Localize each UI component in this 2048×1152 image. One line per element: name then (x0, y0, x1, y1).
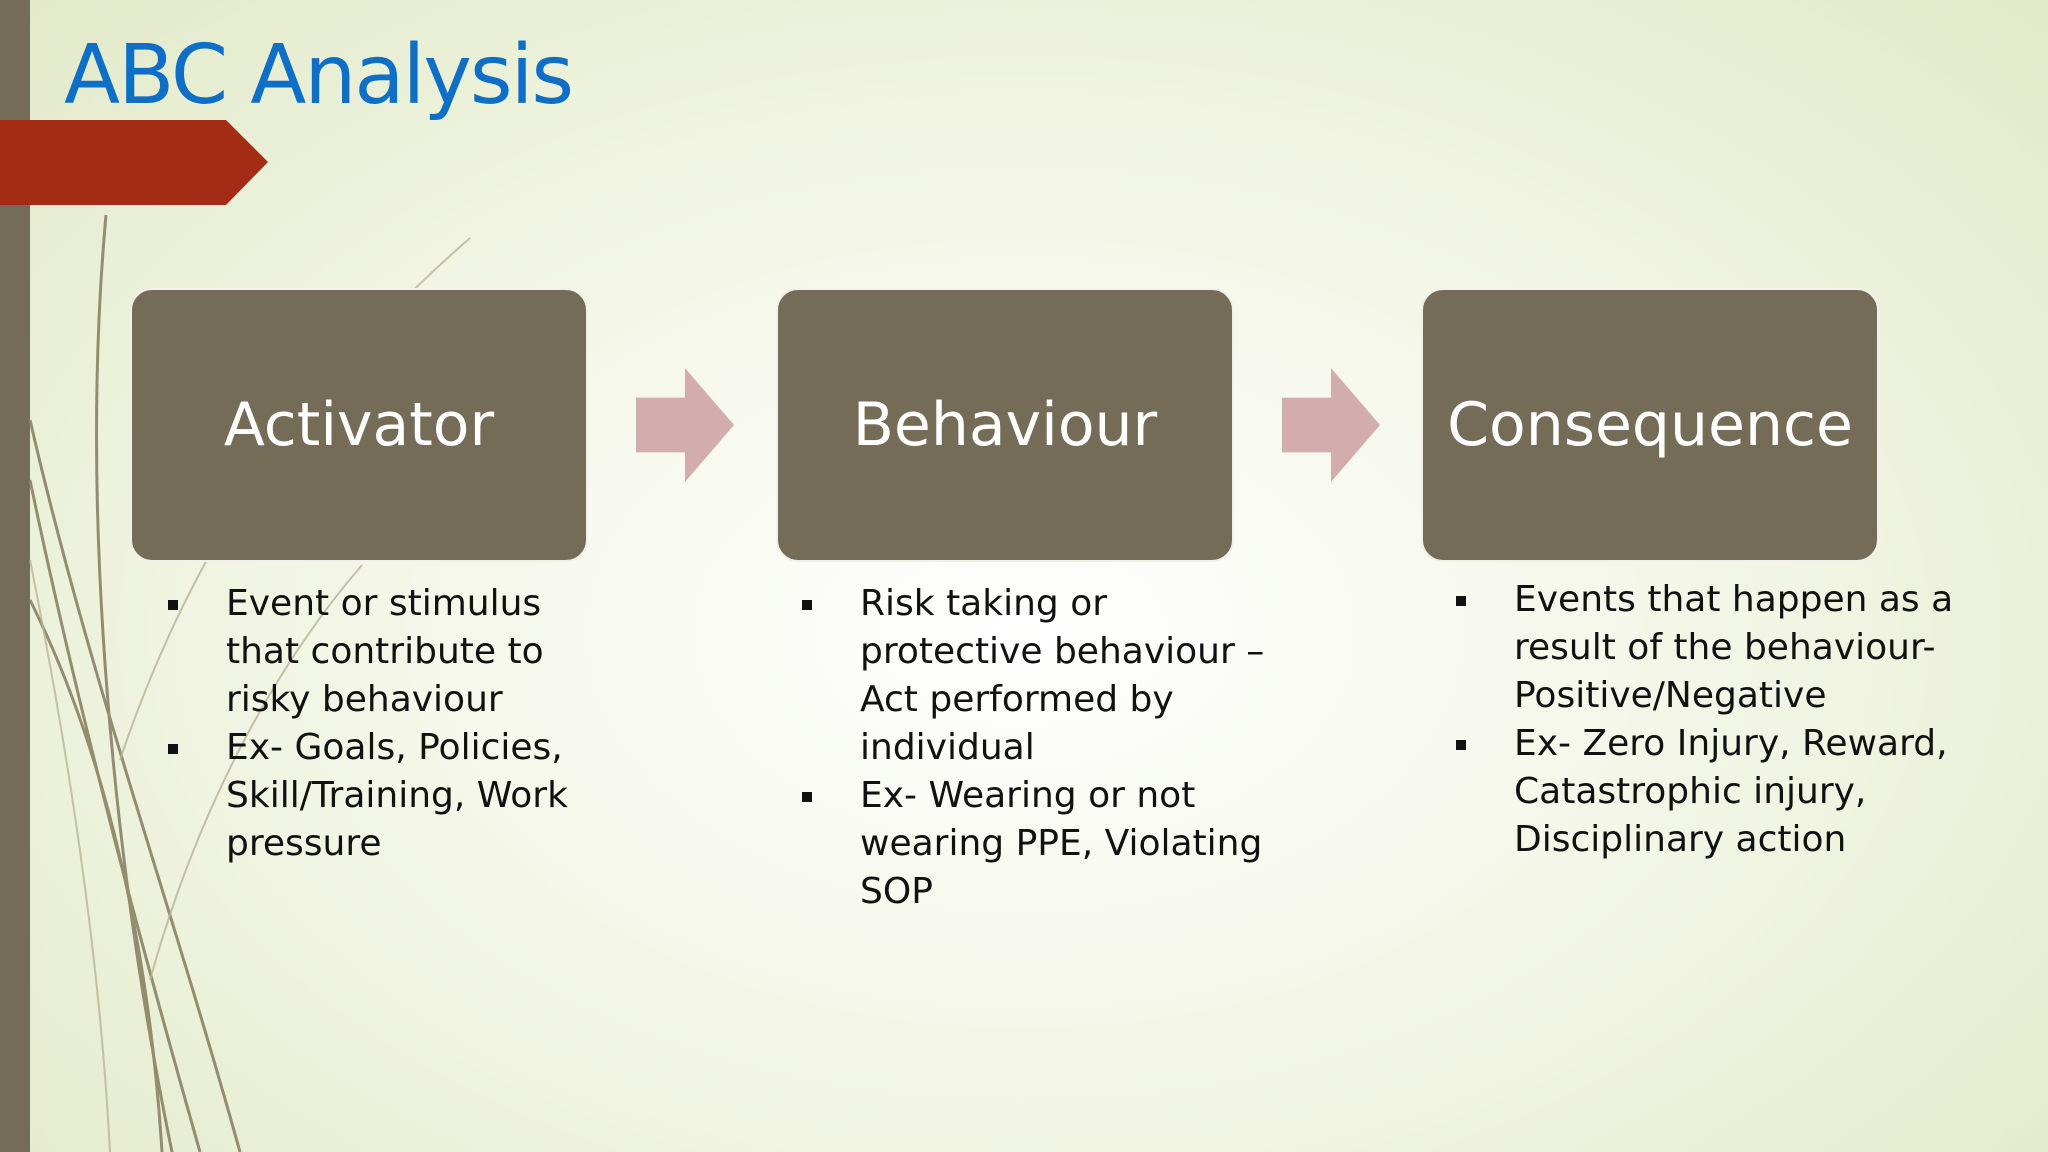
bullet-item: Ex- Zero Injury, Reward, Catastrophic in… (1452, 720, 1992, 864)
consequence-bullets: Events that happen as a result of the be… (1452, 576, 1992, 864)
right-arrow-icon (636, 368, 734, 482)
bullet-item: Event or stimulus that contribute to ris… (164, 580, 604, 724)
bullet-item: Risk taking or protective behaviour – Ac… (798, 580, 1288, 772)
slide-title: ABC Analysis (64, 28, 574, 123)
bullet-item: Ex- Goals, Policies, Skill/Training, Wor… (164, 724, 604, 868)
activator-bullets: Event or stimulus that contribute to ris… (164, 580, 604, 868)
consequence-box: Consequence (1421, 288, 1879, 562)
right-arrow-icon (1282, 368, 1380, 482)
bullet-item: Ex- Wearing or not wearing PPE, Violatin… (798, 772, 1288, 916)
decorative-curves (28, 214, 471, 1152)
bullet-item: Events that happen as a result of the be… (1452, 576, 1992, 720)
activator-box: Activator (130, 288, 588, 562)
behaviour-box: Behaviour (776, 288, 1234, 562)
behaviour-bullets: Risk taking or protective behaviour – Ac… (798, 580, 1288, 916)
title-accent-arrow (0, 120, 268, 205)
